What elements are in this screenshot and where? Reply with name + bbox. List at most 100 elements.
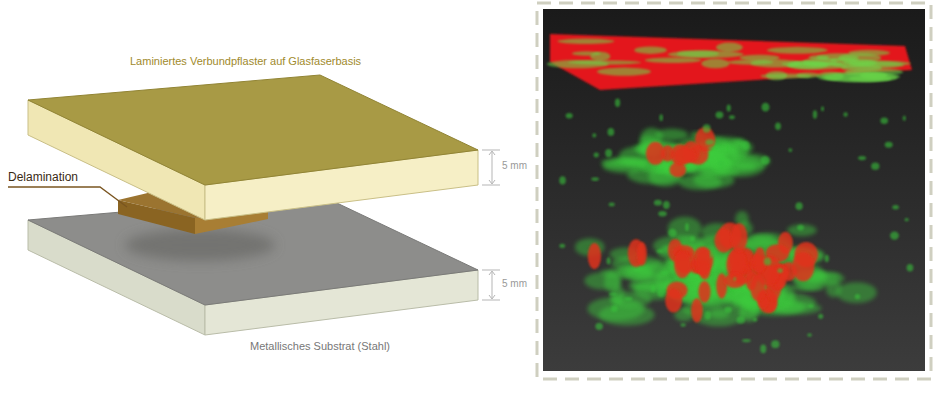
plate-top-face: [28, 75, 478, 185]
part-label: Metallisches Substrat (Stahl): [250, 340, 390, 353]
volume-blob: [698, 281, 710, 303]
volume-blob: [659, 114, 663, 121]
volume-blob: [680, 323, 686, 326]
volume-blob: [566, 113, 573, 118]
volume-blob: [903, 116, 906, 121]
dimension-bracket: [482, 270, 500, 300]
volume-blob: [646, 142, 665, 165]
volume-blob: [665, 288, 682, 312]
volume-blob: [663, 201, 670, 209]
volume-blob: [624, 297, 632, 301]
volume-blob: [714, 228, 733, 252]
volume-blob: [740, 55, 780, 61]
volume-blob: [724, 307, 732, 313]
volume-blob: [821, 106, 824, 111]
volume-blob: [771, 340, 779, 348]
volume-blob: [753, 318, 757, 322]
volume-blob: [661, 271, 669, 274]
dimension-label: 5 mm: [502, 278, 527, 290]
volume-blob: [604, 271, 621, 293]
volume-blob: [607, 257, 611, 264]
red-layer: [550, 34, 912, 90]
part-label: Delamination: [8, 170, 78, 184]
volume-blob: [590, 52, 610, 61]
volume-blob: [729, 115, 735, 119]
volume-blob: [685, 223, 689, 231]
volume-blob: [559, 176, 566, 184]
volume-blob: [892, 205, 899, 210]
volume-blob: [807, 333, 812, 337]
volume-blob: [766, 71, 787, 80]
volume-blob: [775, 122, 781, 130]
volume-blob: [701, 59, 729, 69]
volume-blob: [706, 139, 715, 145]
volume-blob: [656, 249, 663, 252]
volume-blob: [843, 112, 847, 117]
volume-blob: [813, 110, 817, 118]
volume-blob: [704, 311, 710, 320]
volume-blob: [727, 105, 731, 112]
volume-blob: [594, 153, 599, 158]
volume-blob: [668, 229, 677, 237]
panel-frame: [537, 3, 931, 379]
volume-blob: [764, 258, 771, 266]
volume-blob: [703, 124, 711, 132]
volume-blob: [818, 314, 823, 319]
volume-blob: [855, 294, 860, 299]
volume-blob: [731, 223, 747, 252]
volume-blob: [858, 156, 866, 160]
volume-blob: [678, 174, 721, 190]
steel-plate: [28, 195, 478, 335]
volume-blob: [656, 168, 664, 173]
volume-blob: [690, 236, 695, 241]
volume-blob: [696, 248, 710, 276]
volume-blob: [803, 58, 838, 66]
laminate-plate: [28, 75, 478, 220]
volume-blob: [761, 156, 770, 165]
volume-blob: [654, 200, 662, 206]
volume-blob: [729, 247, 746, 274]
volume-blob: [880, 118, 888, 124]
volume-blob: [625, 265, 671, 281]
volume-blob: [591, 177, 599, 181]
volume-rendering: [547, 34, 913, 353]
volume-blob: [677, 50, 719, 57]
volume-blob: [820, 72, 900, 82]
volume-blob: [568, 60, 642, 64]
volume-blob: [651, 285, 656, 292]
volume-blob: [836, 282, 877, 303]
volume-blob: [557, 39, 614, 44]
dimension-label: 5 mm: [502, 160, 527, 172]
volume-blob: [885, 142, 893, 148]
volume-blob: [767, 47, 828, 54]
volume-blob: [657, 289, 664, 298]
dimension-bracket: [482, 150, 500, 185]
volume-blob: [559, 244, 565, 248]
volume-blob: [742, 339, 751, 342]
volume-blob: [890, 231, 899, 239]
volume-blob: [808, 304, 814, 307]
volume-blob: [674, 147, 696, 163]
volume-blob: [788, 148, 792, 152]
volume-blob: [615, 98, 620, 106]
volume-blob: [716, 112, 724, 119]
volume-blob: [871, 163, 879, 170]
volume-blob: [609, 292, 617, 295]
volume-blob: [710, 251, 713, 258]
volume-blob: [609, 203, 615, 207]
volume-blob: [605, 149, 612, 157]
volume-blob: [708, 146, 716, 149]
volume-blob: [724, 273, 746, 288]
volume-blob: [797, 225, 804, 231]
volume-blob: [592, 133, 596, 137]
volume-blob: [597, 68, 651, 76]
volume-blob: [674, 252, 691, 278]
volume-blob: [777, 268, 782, 273]
volume-blob: [608, 128, 615, 136]
shadow: [125, 229, 275, 261]
volume-blob: [761, 103, 769, 112]
volume-blob: [907, 264, 914, 272]
volume-blob: [792, 252, 814, 281]
volume-blob: [716, 43, 743, 53]
